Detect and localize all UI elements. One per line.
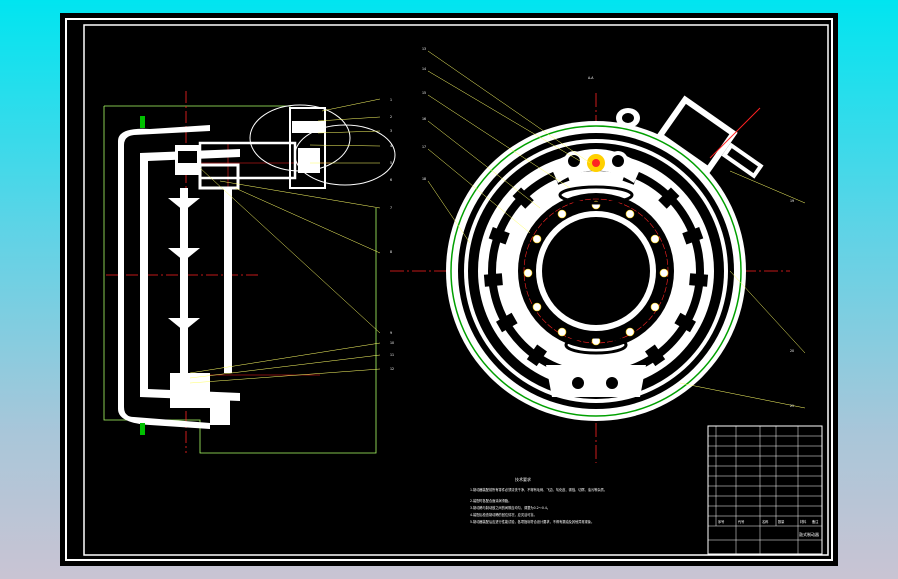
side-section-view bbox=[103, 91, 396, 454]
inner-frame bbox=[83, 24, 829, 556]
outer-frame bbox=[65, 18, 833, 561]
title-block-cell: 备注 bbox=[812, 519, 819, 524]
callout-label: 16 bbox=[422, 117, 426, 121]
callout-label: 19 bbox=[790, 199, 794, 203]
callout-label: 15 bbox=[422, 91, 426, 95]
cad-drawing: 1 2 3 4 5 6 7 8 9 10 11 12 bbox=[65, 18, 833, 561]
callout-label: 17 bbox=[422, 145, 426, 149]
title-block-cell: 名称 bbox=[762, 519, 769, 524]
callout-label: 21 bbox=[790, 404, 794, 408]
requirement-line: 4.装配后检查制动蹄的回位情况，应灵活可靠。 bbox=[470, 512, 537, 517]
requirement-line: 5.制动器装配后应进行性能试验，各项指标符合设计要求，不得有漏油及其他异常现象。 bbox=[470, 519, 594, 524]
callout-label: 12 bbox=[390, 367, 394, 371]
callout-label: 10 bbox=[390, 341, 394, 345]
callout-label: 5 bbox=[390, 161, 392, 165]
callout-label: 6 bbox=[390, 178, 392, 182]
callout-label: 13 bbox=[422, 47, 426, 51]
requirement-line: 3.制动蹄与制动鼓之间的间隙应均匀，调整为0.2～0.4。 bbox=[470, 505, 550, 510]
front-view bbox=[390, 50, 806, 463]
title-block: 序号 代号 名称 数量 材料 备注 鼓式制动器 bbox=[707, 425, 823, 555]
drawing-title: 鼓式制动器 bbox=[799, 531, 819, 537]
callout-label: 7 bbox=[390, 206, 392, 210]
callout-label: 4 bbox=[390, 144, 392, 148]
front-view-callouts: 13 14 15 16 17 18 19 20 21 bbox=[422, 47, 794, 408]
title-block-cell: 序号 bbox=[718, 519, 724, 524]
callout-label: 11 bbox=[390, 353, 394, 357]
drawing-sheet: 1 2 3 4 5 6 7 8 9 10 11 12 bbox=[60, 13, 838, 566]
requirement-line: 2.装配时各配合面涂润滑脂。 bbox=[470, 498, 511, 503]
callout-label: 3 bbox=[390, 129, 392, 133]
technical-requirements: 技术要求 1.制动器装配前所有零件必须清洗干净，不得有毛刺、飞边、氧化皮、锈蚀、… bbox=[470, 476, 607, 524]
view-label: A-A bbox=[588, 76, 594, 80]
callout-label: 1 bbox=[390, 98, 392, 102]
callout-label: 14 bbox=[422, 67, 426, 71]
callout-label: 20 bbox=[790, 349, 794, 353]
callout-label: 9 bbox=[390, 331, 392, 335]
requirements-title: 技术要求 bbox=[515, 476, 531, 482]
title-block-cell: 材料 bbox=[800, 519, 807, 524]
title-block-cell: 代号 bbox=[738, 519, 744, 524]
side-view-callouts: 1 2 3 4 5 6 7 8 9 10 11 12 bbox=[390, 98, 394, 371]
callout-label: 18 bbox=[422, 177, 426, 181]
callout-label: 8 bbox=[390, 250, 392, 254]
callout-label: 2 bbox=[390, 115, 392, 119]
requirement-line: 1.制动器装配前所有零件必须清洗干净，不得有毛刺、飞边、氧化皮、锈蚀、切屑、油污… bbox=[470, 487, 607, 492]
title-block-cell: 数量 bbox=[778, 519, 785, 524]
